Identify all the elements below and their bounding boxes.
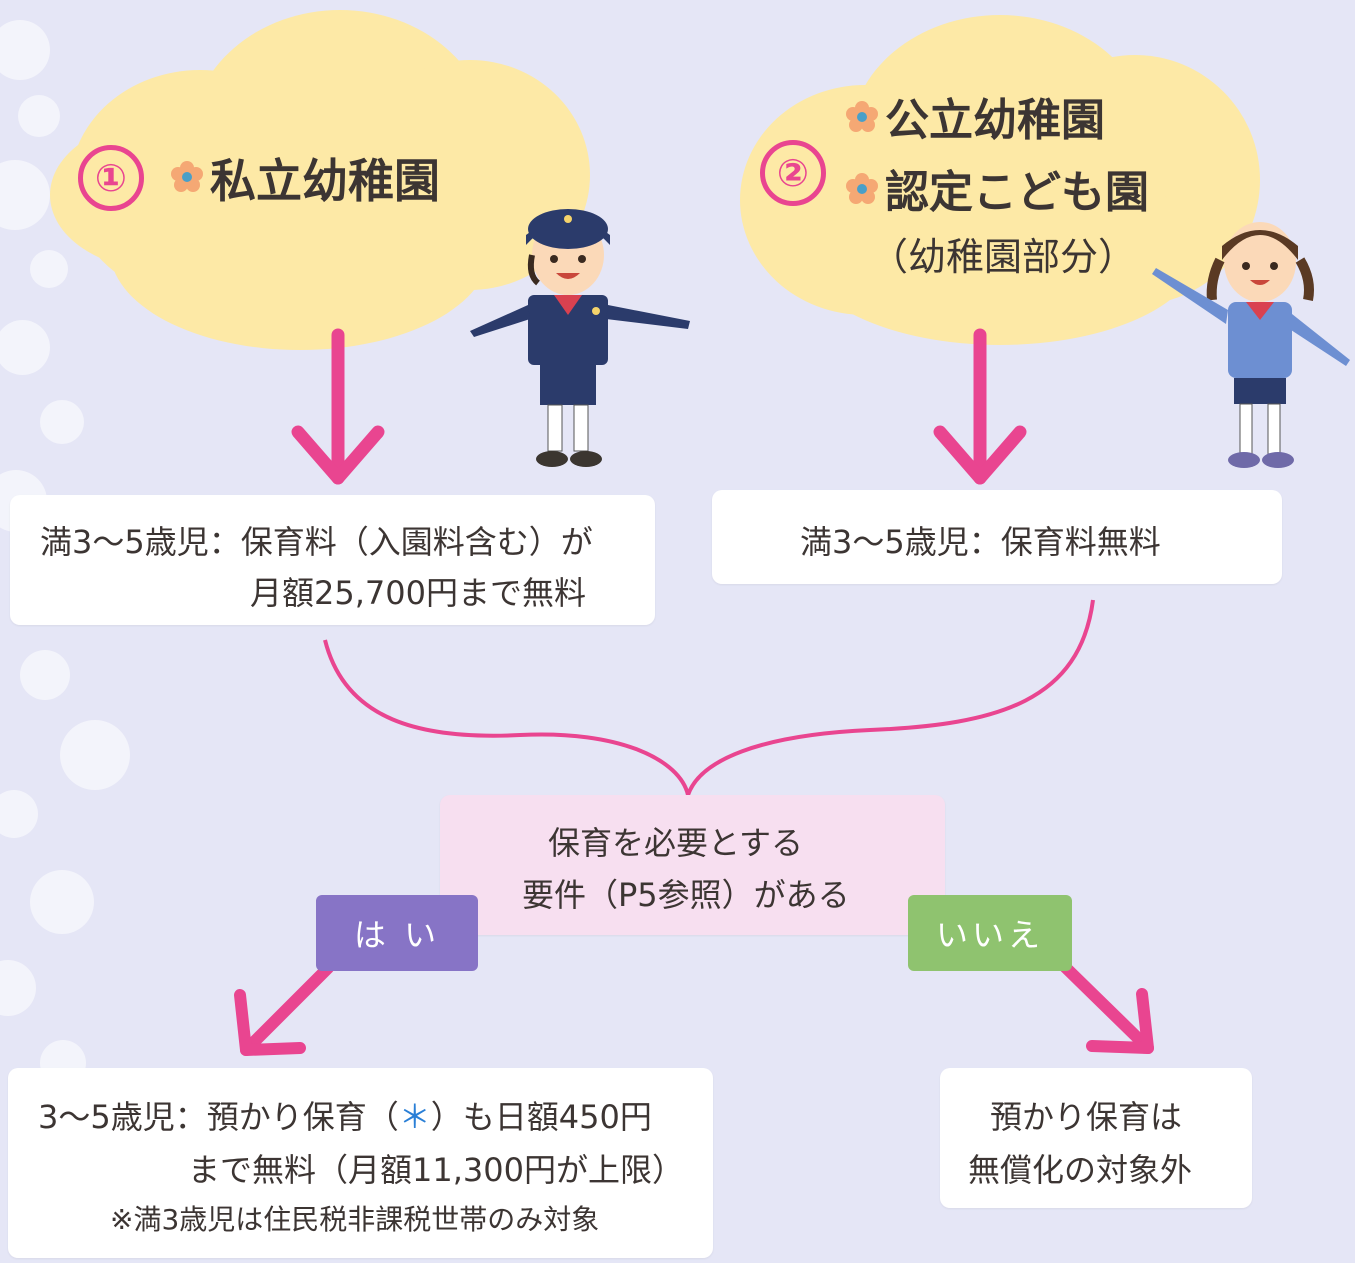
step-number-2-text: ②: [776, 151, 810, 195]
girl-illustration: [1152, 222, 1350, 468]
flower-icon: [846, 173, 878, 204]
no-result-line1: 預かり保育は: [990, 1098, 1183, 1136]
yes-result-note: ※満3歳児は住民税非課税世帯のみ対象: [110, 1203, 600, 1236]
boy-illustration: [470, 209, 690, 467]
public-fee-box: [712, 490, 1282, 584]
kindergarten-section-label: （幼稚園部分）: [870, 235, 1137, 279]
flower-icon: [171, 161, 203, 192]
yes-result-line1-post: ）も日額450円: [430, 1098, 652, 1136]
flower-icon: [846, 101, 878, 132]
merge-line: [323, 599, 1095, 803]
requirement-question-box: [440, 795, 945, 935]
private-fee-line2: 月額25,700円まで無料: [250, 574, 586, 612]
private-fee-line1: 満3〜5歳児：保育料（入園料含む）が: [40, 523, 593, 561]
no-result-line2: 無償化の対象外: [968, 1151, 1193, 1189]
no-tag: いいえ: [908, 895, 1072, 971]
no-result-box: [940, 1068, 1252, 1208]
yes-result-line2: まで無料（月額11,300円が上限）: [188, 1151, 684, 1189]
arrow-no: [1054, 956, 1154, 1054]
yes-tag: は い: [316, 895, 478, 971]
public-kindergarten-title: 公立幼稚園: [885, 95, 1105, 146]
no-tag-label: いいえ: [935, 916, 1044, 954]
requirement-question-line2: 要件（P5参照）がある: [522, 876, 850, 914]
requirement-question-line1: 保育を必要とする: [548, 824, 804, 862]
step-number-1-text: ①: [94, 156, 128, 200]
arrow-yes: [240, 962, 334, 1056]
private-fee-box: [10, 495, 655, 625]
private-kindergarten-title: 私立幼稚園: [210, 154, 440, 208]
yes-tag-label: は い: [353, 916, 441, 954]
arrow-down-left-head: [291, 425, 385, 485]
step-number-1: ①: [78, 145, 144, 211]
yes-result-line1-pre: 3〜5歳児：預かり保育（: [38, 1098, 399, 1136]
private-kindergarten-cloud: [50, 10, 610, 350]
arrow-no-head: [1086, 988, 1154, 1054]
yes-result-line1: 3〜5歳児：預かり保育（＊）も日額450円: [38, 1092, 652, 1138]
arrow-down-right-head: [933, 425, 1027, 485]
public-fee-line1: 満3〜5歳児：保育料無料: [800, 523, 1161, 561]
yes-result-box: [8, 1068, 713, 1258]
step-number-2: ②: [760, 140, 826, 206]
arrow-yes-head: [234, 989, 306, 1056]
asterisk-mark: ＊: [398, 1098, 431, 1136]
certified-center-title: 認定こども園: [885, 167, 1149, 218]
